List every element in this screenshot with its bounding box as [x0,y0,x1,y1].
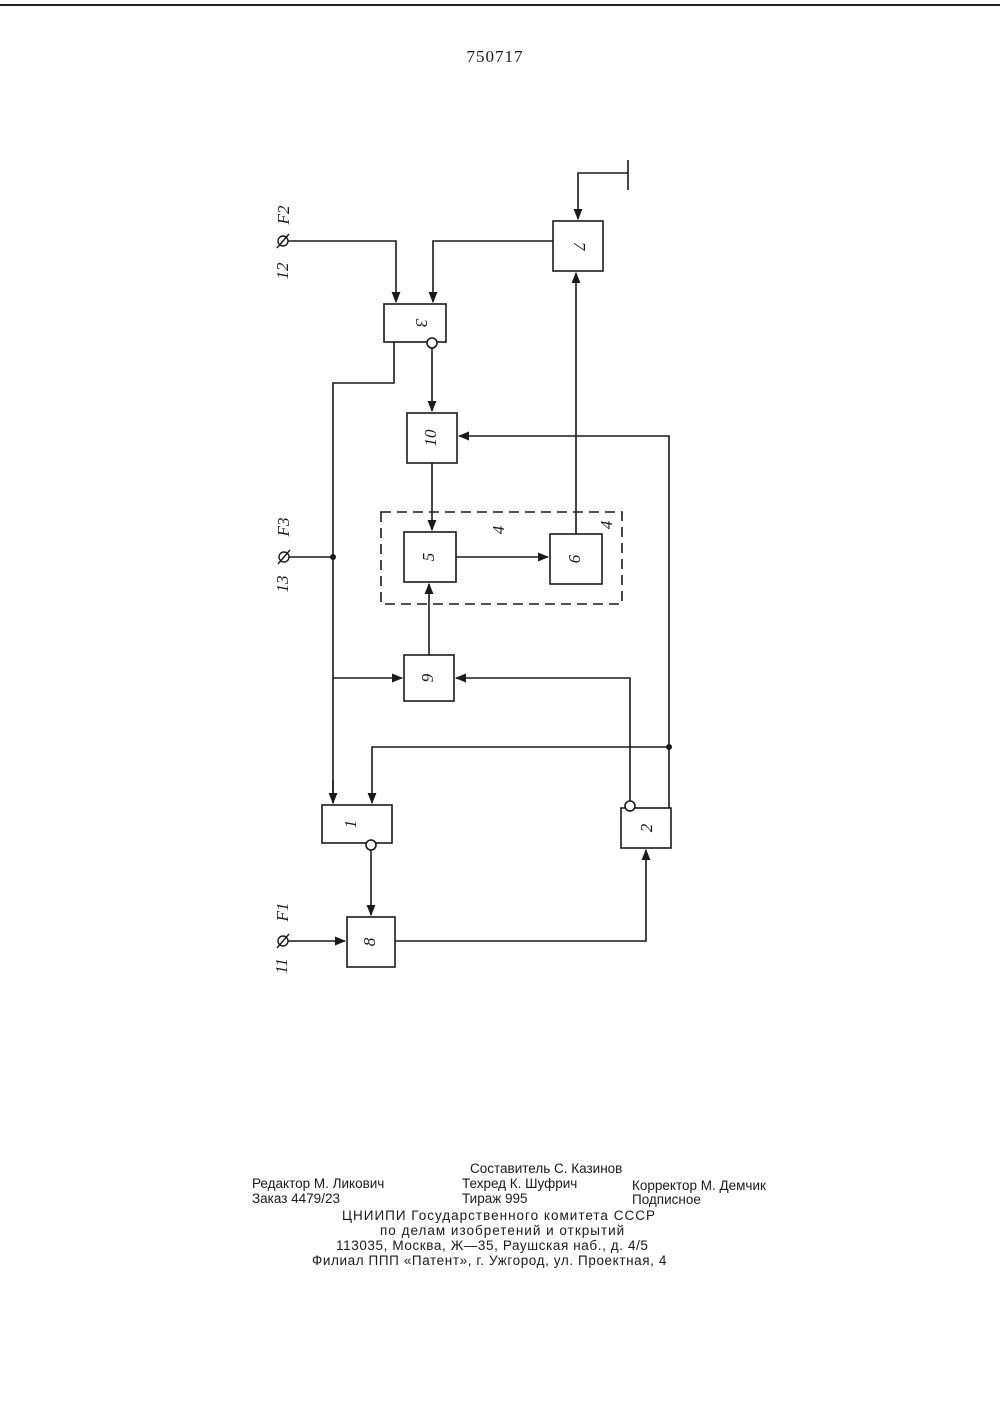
terminal-11-signal: F1 [273,903,292,923]
org-line-1: ЦНИИПИ Государственного комитета СССР [342,1208,656,1223]
block-3-label: 3 [412,318,431,328]
org-line-3: 113035, Москва, Ж—35, Раушская наб., д. … [336,1238,649,1253]
org-line-2: по делам изобретений и открытий [380,1223,625,1238]
group-4-label: 4 [597,520,616,529]
junction-dot [666,744,672,750]
block-3-inverted-output [427,338,437,348]
block-9-label: 9 [418,673,437,682]
terminal-13-signal: F3 [274,518,293,538]
editor-line: Редактор М. Ликович [252,1176,384,1191]
block-6-label: 6 [565,554,584,563]
block-8-label: 8 [360,937,379,946]
terminal-11-number: 11 [272,958,291,974]
block-1-inverted-output [366,840,376,850]
block-2-inverted-output [625,801,635,811]
techred-line: Техред К. Шуфрич [462,1176,577,1191]
junction-dot [330,554,336,560]
block-1-label: 1 [341,820,360,829]
org-line-4: Филиал ППП «Патент», г. Ужгород, ул. Про… [312,1253,667,1268]
order-line: Заказ 4479/23 [252,1191,340,1206]
block-10-label: 10 [421,429,440,447]
terminal-12-signal: F2 [274,205,293,225]
group-4-inner-label: 4 [489,525,508,534]
block-5-label: 5 [419,553,438,562]
subscription-line: Подписное [632,1192,701,1207]
circulation-line: Тираж 995 [462,1191,528,1206]
corrector-line: Корректор М. Демчик [632,1178,766,1193]
block-2-label: 2 [637,823,656,832]
block-7-label: 7 [570,242,589,252]
terminal-13-number: 13 [273,576,292,593]
compiler-line: Составитель С. Казинов [470,1161,622,1176]
terminal-12-number: 12 [273,262,292,280]
